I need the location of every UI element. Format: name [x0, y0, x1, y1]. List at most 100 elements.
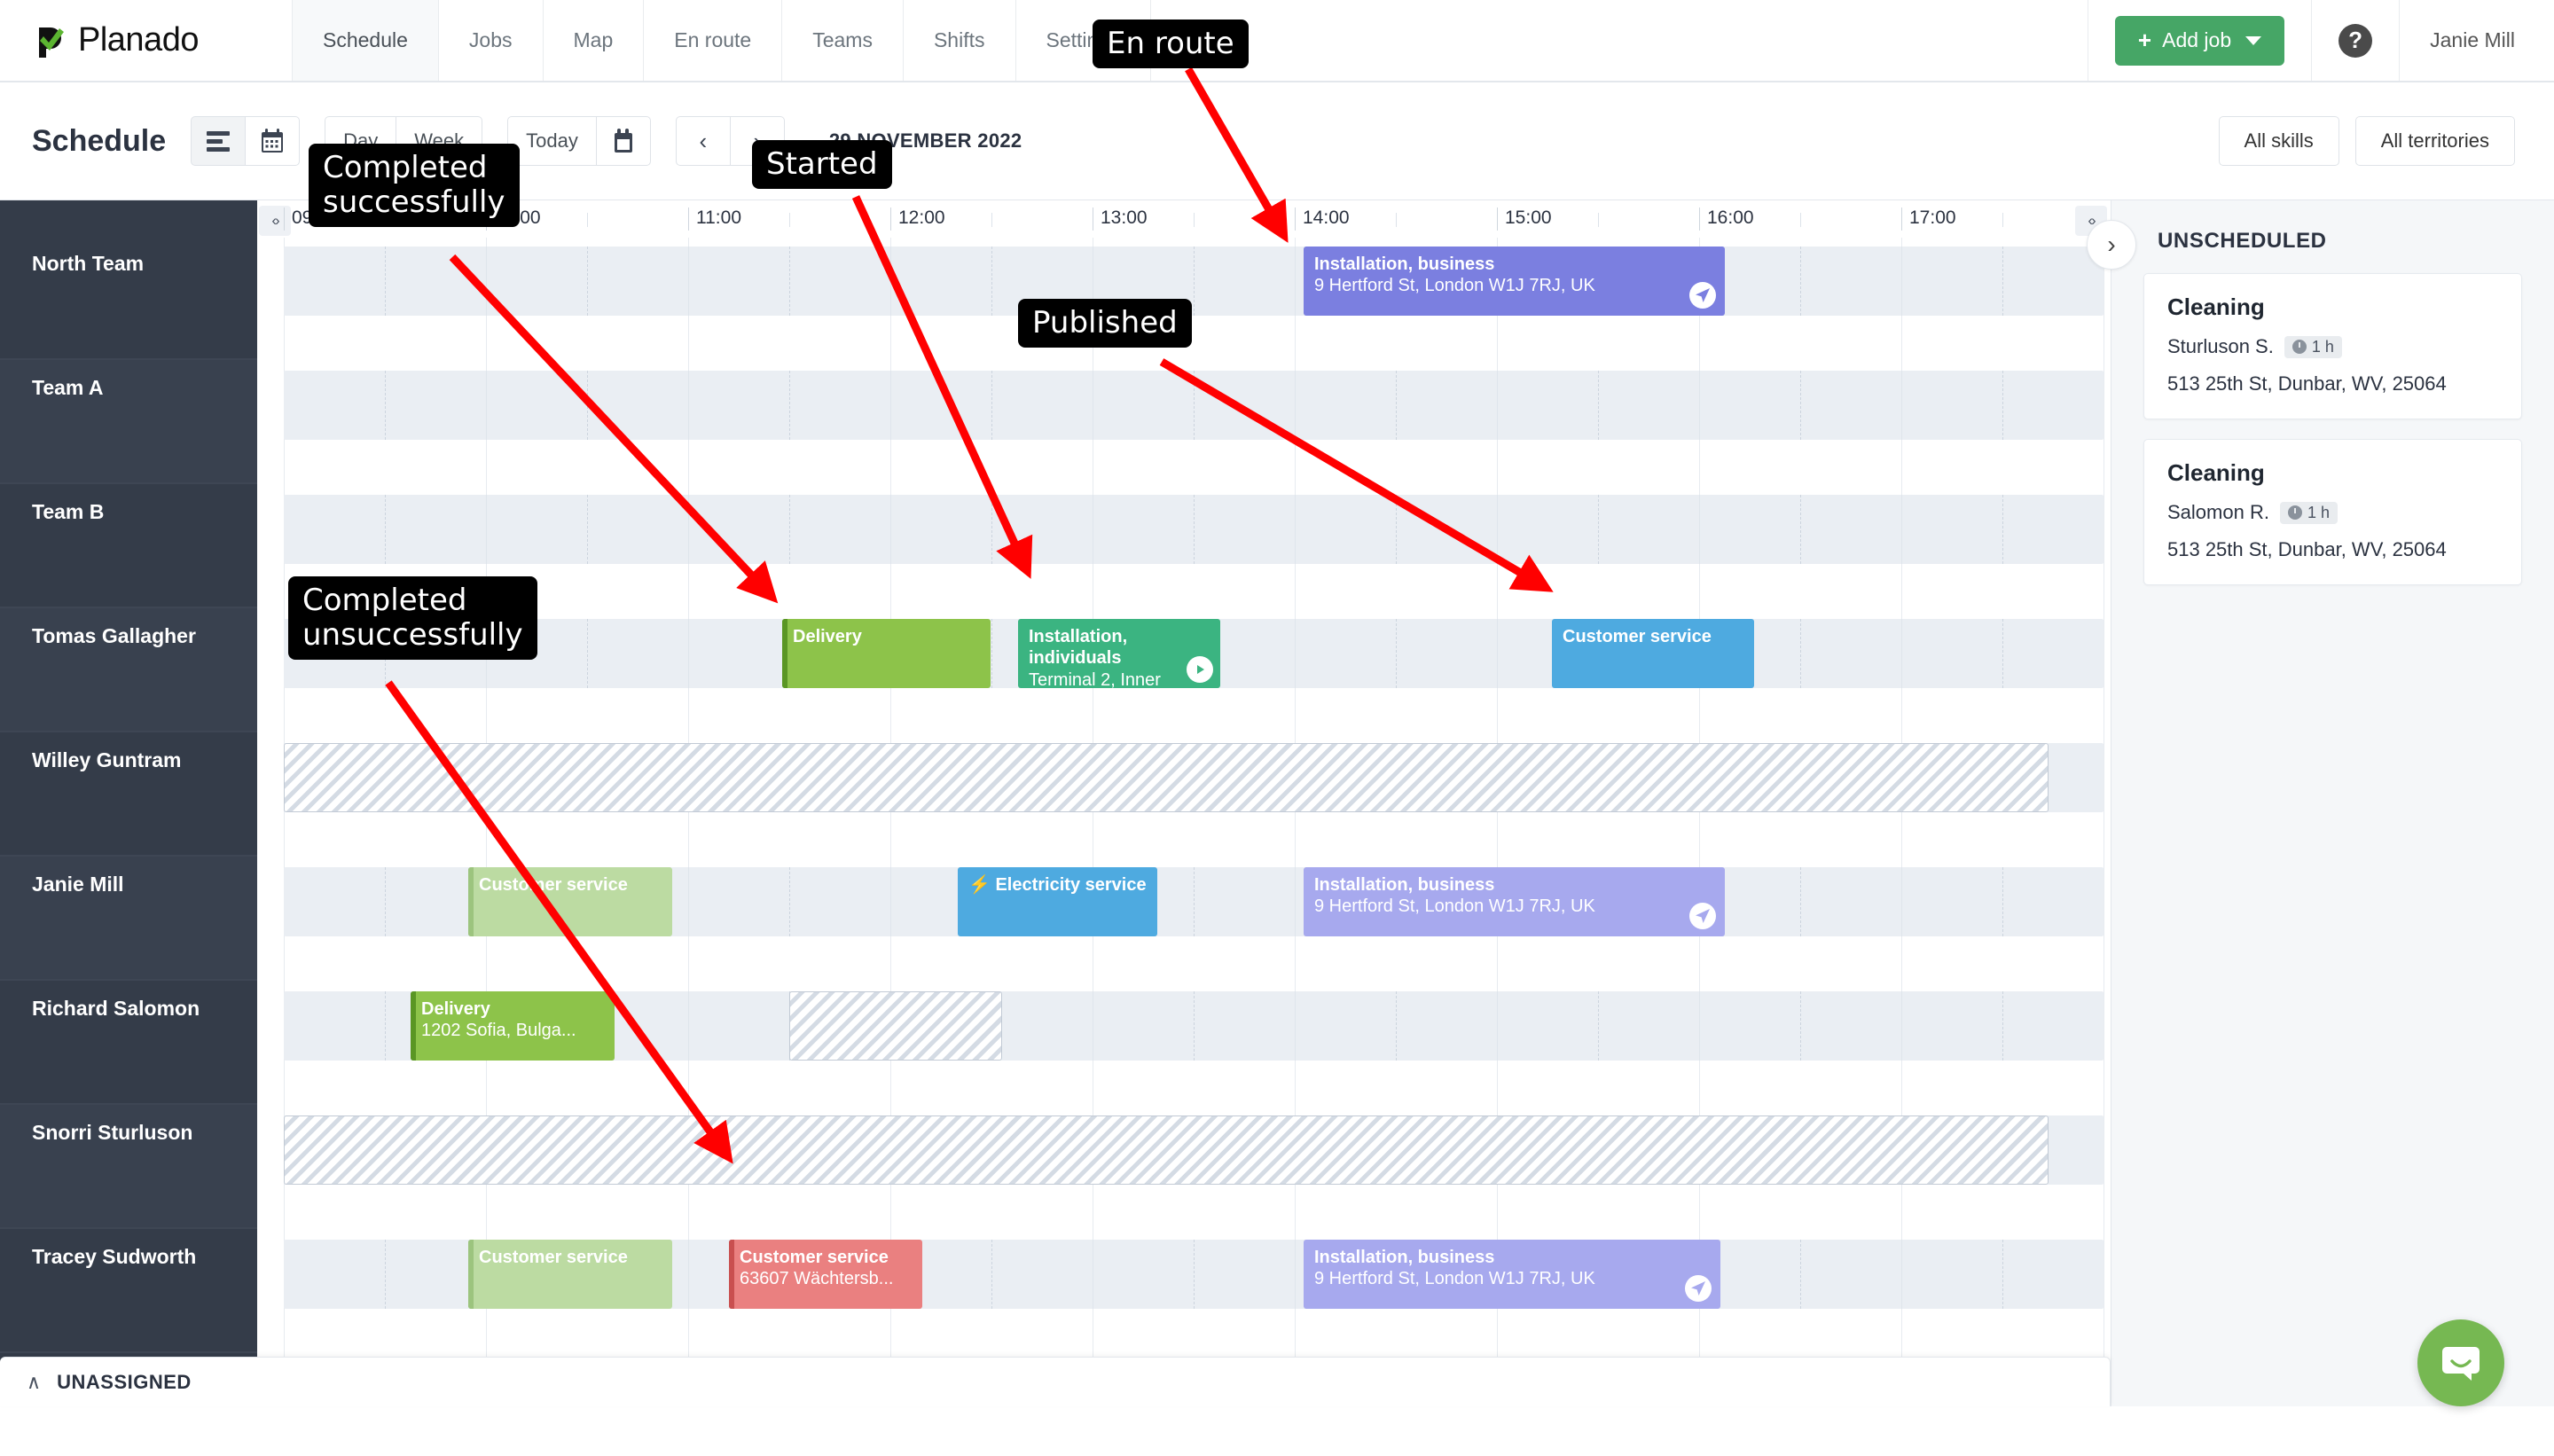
resource-row[interactable]: North Team	[0, 236, 257, 360]
annotation-label: Completed successfully	[309, 144, 520, 228]
slot-divider	[991, 371, 992, 440]
nav-item-jobs[interactable]: Jobs	[437, 0, 544, 81]
slot-divider	[1295, 247, 1296, 316]
chevron-down-icon	[2245, 35, 2262, 45]
planado-logo-icon	[32, 20, 73, 61]
slot-divider	[486, 495, 487, 564]
user-name: Janie Mill	[2430, 28, 2515, 51]
slot-divider	[1800, 247, 1801, 316]
unscheduled-card-address: 513 25th St, Dunbar, WV, 25064	[2167, 538, 2447, 560]
top-navigation-bar: Planado Schedule Jobs Map En route Teams…	[0, 0, 2554, 82]
resource-row[interactable]: Snorri Sturluson	[0, 1105, 257, 1229]
job-card[interactable]: Customer service	[468, 867, 672, 936]
unscheduled-card-person: Sturluson S.	[2167, 335, 2274, 357]
slot-divider	[1396, 619, 1397, 688]
timeline-slot-strip[interactable]	[284, 247, 2104, 316]
slot-divider	[688, 495, 689, 564]
user-menu[interactable]: Janie Mill	[2400, 0, 2554, 81]
resource-row[interactable]: Team A	[0, 360, 257, 484]
slot-divider	[1901, 247, 1902, 316]
nav-item-shifts[interactable]: Shifts	[902, 0, 1016, 81]
timeline-grid[interactable]: ‹› ‹› 09:0010:0011:0012:0013:0014:0015:0…	[257, 200, 2111, 1406]
slot-divider	[1194, 247, 1195, 316]
job-title: Customer service	[1563, 627, 1712, 646]
navigation-arrow-icon	[1689, 903, 1716, 929]
chat-bubble-icon[interactable]	[2417, 1319, 2504, 1406]
job-card[interactable]: Customer service 63607 Wächtersb...	[729, 1240, 922, 1309]
status-bar	[729, 1240, 734, 1309]
slot-divider	[1295, 1240, 1296, 1309]
job-card[interactable]: Delivery	[782, 619, 991, 688]
status-bar	[782, 619, 787, 688]
date-picker-icon[interactable]	[595, 116, 651, 166]
slot-divider	[1194, 1240, 1195, 1309]
nav-item-teams[interactable]: Teams	[781, 0, 904, 81]
calendar-view-icon[interactable]	[245, 116, 301, 166]
timeline-slot-strip[interactable]	[284, 371, 2104, 440]
job-card[interactable]: ⚡ Electricity service	[958, 867, 1157, 936]
slot-divider	[2002, 867, 2003, 936]
resource-name: Tomas Gallagher	[32, 624, 196, 647]
resource-row[interactable]: Willey Guntram	[0, 732, 257, 857]
list-view-icon[interactable]	[191, 116, 247, 166]
timeline-slot-strip[interactable]	[284, 495, 2104, 564]
scroll-left-icon[interactable]: ‹›	[259, 206, 291, 236]
brand-logo[interactable]: Planado	[0, 0, 293, 81]
timeline-row[interactable]	[257, 362, 2111, 486]
slot-divider	[688, 1240, 689, 1309]
resource-row[interactable]: Tomas Gallagher	[0, 608, 257, 732]
hour-label: 16:00	[1699, 207, 1754, 231]
clock-icon	[2287, 505, 2302, 520]
hour-label: 14:00	[1295, 207, 1350, 231]
job-title: Customer service	[740, 1248, 889, 1267]
resource-row[interactable]: Team B	[0, 484, 257, 608]
nav-item-en-route[interactable]: En route	[643, 0, 783, 81]
nav-spacer	[1151, 0, 2088, 81]
slot-divider	[1497, 495, 1498, 564]
all-territories-filter[interactable]: All territories	[2354, 116, 2515, 166]
resource-row[interactable]: Janie Mill	[0, 857, 257, 981]
slot-divider	[1194, 991, 1195, 1061]
help-icon[interactable]: ?	[2339, 23, 2373, 58]
job-card[interactable]: Customer service	[468, 1240, 672, 1309]
slot-divider	[385, 991, 386, 1061]
add-job-button[interactable]: + Add job	[2114, 15, 2285, 66]
slot-divider	[991, 247, 992, 316]
today-button[interactable]: Today	[507, 116, 597, 166]
slot-divider	[486, 371, 487, 440]
grid-hour-line	[1901, 238, 1902, 1406]
unassigned-label: UNASSIGNED	[57, 1370, 192, 1393]
half-hour-tick	[1598, 213, 1599, 227]
collapse-panel-icon[interactable]: ›	[2087, 220, 2136, 270]
nav-item-schedule[interactable]: Schedule	[292, 0, 439, 81]
hour-label: 11:00	[688, 207, 741, 231]
slot-divider	[890, 867, 891, 936]
slot-divider	[587, 495, 588, 564]
slot-divider	[486, 247, 487, 316]
unassigned-bar[interactable]: ∧ UNASSIGNED	[0, 1357, 2111, 1406]
slot-divider	[1295, 371, 1296, 440]
slot-divider	[1396, 495, 1397, 564]
job-address: 63607 Wächtersb...	[740, 1269, 894, 1289]
slot-divider	[1396, 371, 1397, 440]
resource-name: Tracey Sudworth	[32, 1245, 197, 1268]
all-skills-filter[interactable]: All skills	[2218, 116, 2339, 166]
prev-day-button[interactable]: ‹	[675, 116, 731, 166]
resource-row[interactable]: Richard Salomon	[0, 981, 257, 1105]
chevron-up-icon: ∧	[27, 1370, 42, 1393]
job-title: ⚡ Electricity service	[968, 875, 1147, 895]
hour-label: 13:00	[1093, 207, 1148, 231]
job-card[interactable]: Customer service	[1552, 619, 1754, 688]
nav-item-map[interactable]: Map	[542, 0, 645, 81]
resource-row[interactable]: Tracey Sudworth	[0, 1229, 257, 1353]
